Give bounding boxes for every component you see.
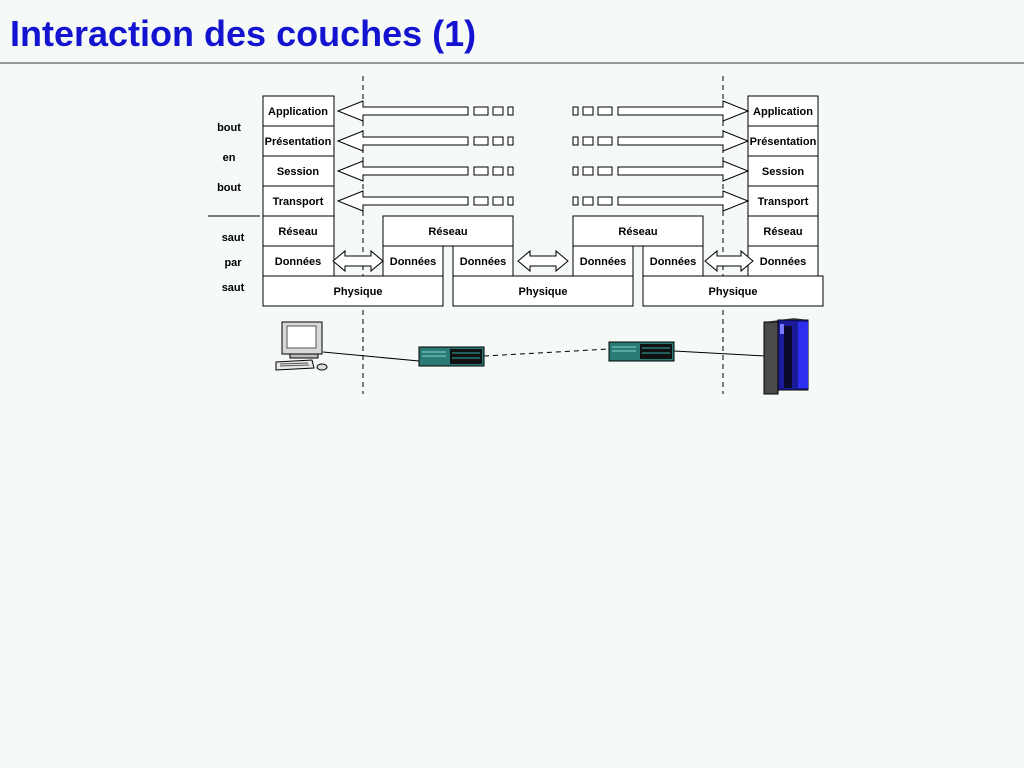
layer-box [262, 95, 335, 127]
physical-box-middle [452, 275, 634, 307]
physical-box-right [642, 275, 824, 307]
layer-box [747, 215, 819, 247]
link-client-router [322, 351, 420, 362]
end-to-end-arrow-transport [336, 190, 750, 212]
side-label-saut-2: saut [222, 282, 245, 294]
router-left-stack: Réseau Données Données [382, 215, 514, 277]
layer-network-label: Réseau [763, 226, 802, 238]
side-label-saut-1: saut [222, 232, 245, 244]
physical-box-left [262, 275, 444, 307]
hop-arrow-middle [517, 249, 569, 273]
router-data-right-label: Données [650, 256, 696, 268]
layer-presentation-label: Présentation [750, 136, 817, 148]
layer-box [747, 155, 819, 187]
end-host-stack: Application Présentation Session Transpo… [262, 95, 335, 277]
router-icon [608, 341, 675, 362]
router-data-box [382, 245, 444, 277]
router-data-box [452, 245, 514, 277]
router-network-box [572, 215, 704, 247]
side-label-en: en [223, 152, 236, 164]
end-to-end-arrows [336, 100, 750, 212]
router-right-stack: Réseau Données Données [572, 215, 704, 277]
layer-data-label: Données [275, 256, 321, 268]
end-to-end-label: bout en bout [217, 122, 241, 194]
layer-application-label: Application [268, 106, 328, 118]
side-label-par: par [224, 257, 242, 269]
router-data-left-label: Données [580, 256, 626, 268]
router-data-right-label: Données [460, 256, 506, 268]
router-network-box [382, 215, 514, 247]
title-divider [0, 62, 1024, 64]
physical-right-label: Physique [709, 286, 758, 298]
server-host-stack: Application Présentation Session Transpo… [747, 95, 819, 277]
layer-session-label: Session [762, 166, 804, 178]
physical-left-label: Physique [334, 286, 383, 298]
page-title: Interaction des couches (1) [10, 13, 477, 54]
router-network-label: Réseau [618, 226, 657, 238]
router-network-label: Réseau [428, 226, 467, 238]
layer-presentation-label: Présentation [265, 136, 332, 148]
layer-application-label: Application [753, 106, 813, 118]
end-to-end-arrow-presentation [336, 130, 750, 152]
layer-box [747, 95, 819, 127]
layer-box [747, 125, 819, 157]
physical-layer-row: Physique Physique Physique [262, 275, 824, 307]
router-data-left-label: Données [390, 256, 436, 268]
end-to-end-arrow-session [336, 160, 750, 182]
layer-box [262, 155, 335, 187]
layer-transport-label: Transport [273, 196, 324, 208]
layer-transport-label: Transport [758, 196, 809, 208]
layer-box [747, 245, 819, 277]
side-label-bout-2: bout [217, 182, 241, 194]
layer-box [262, 185, 335, 217]
desktop-computer-icon [275, 321, 328, 371]
hop-arrow-left [332, 249, 384, 273]
router-icon [418, 346, 485, 367]
layer-box [747, 185, 819, 217]
hop-arrows [332, 249, 754, 273]
layer-network-label: Réseau [278, 226, 317, 238]
link-router-server [673, 350, 767, 357]
router-data-box [642, 245, 704, 277]
server-tower-icon [763, 318, 809, 395]
hop-by-hop-label: saut par saut [222, 232, 245, 294]
physical-middle-label: Physique [519, 286, 568, 298]
hop-arrow-right [704, 249, 754, 273]
link-router-router [483, 348, 610, 357]
end-to-end-arrow-application [336, 100, 750, 122]
layer-session-label: Session [277, 166, 319, 178]
layer-data-label: Données [760, 256, 806, 268]
router-data-box [572, 245, 634, 277]
layer-box [262, 215, 335, 247]
side-label-bout-1: bout [217, 122, 241, 134]
